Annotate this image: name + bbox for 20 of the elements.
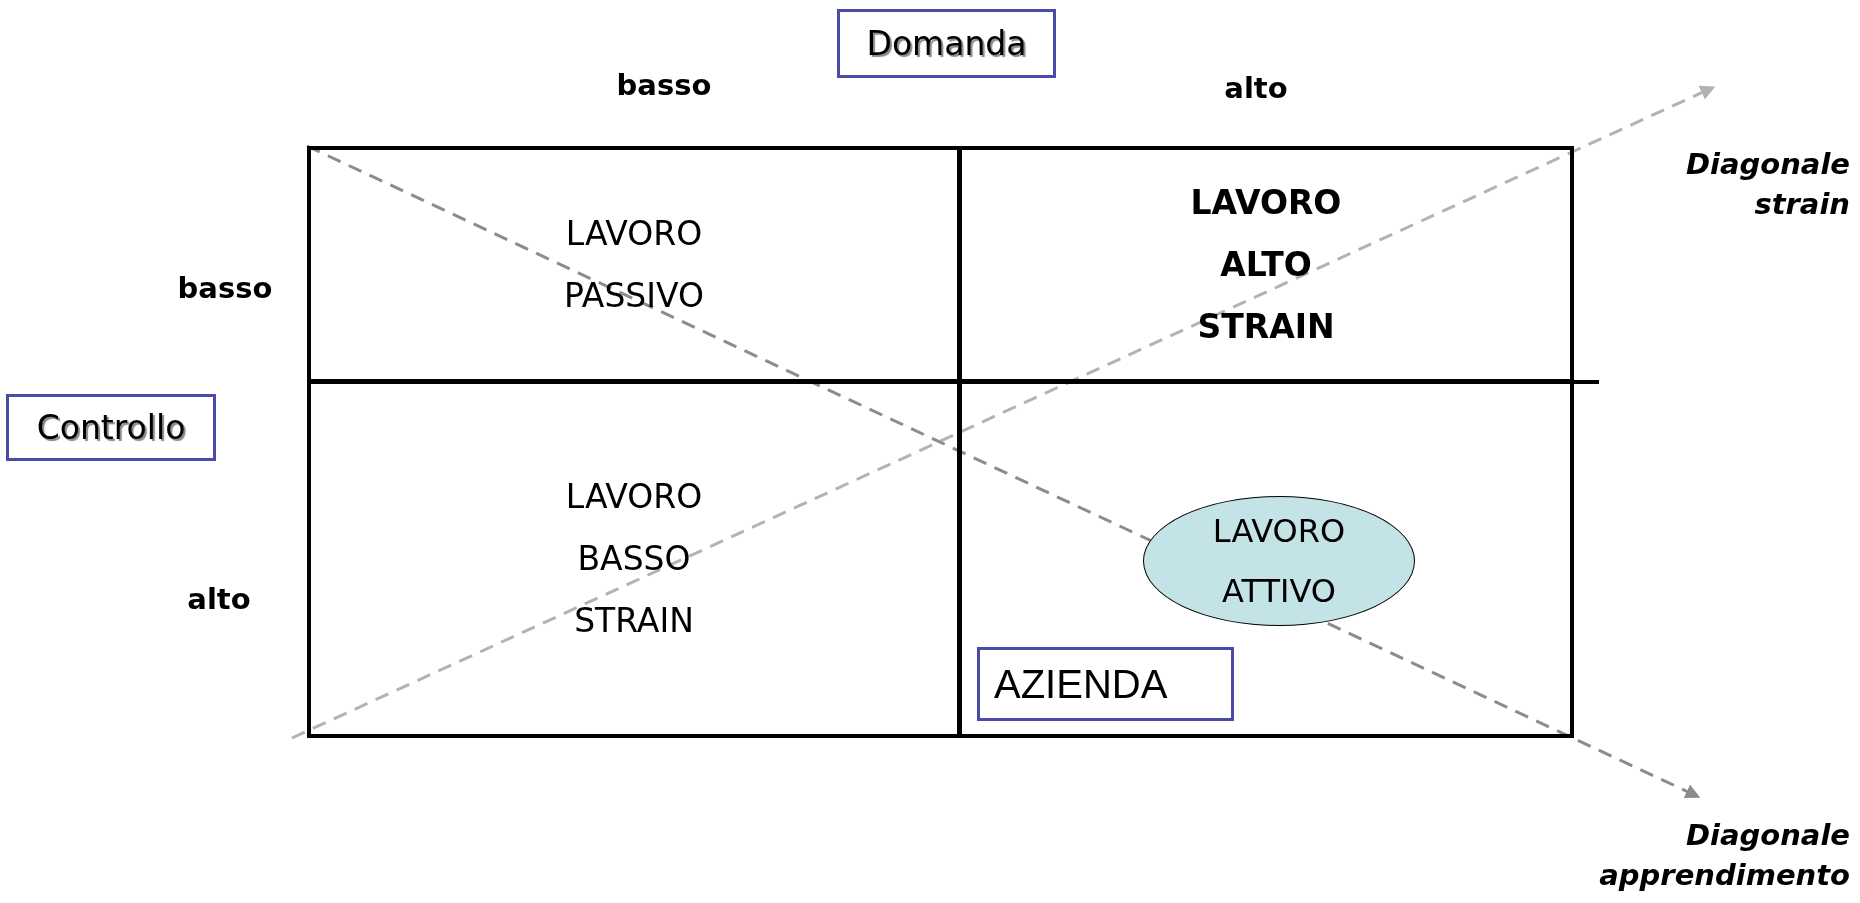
box-label: AZIENDA [994, 661, 1168, 707]
diagonal-label: Diagonale apprendimento [1598, 817, 1850, 894]
quadrant-label: LAVORO ALTO STRAIN [1189, 181, 1343, 348]
level-label: alto [1224, 71, 1288, 105]
axis-title-box [6, 394, 216, 461]
quadrant-label: LAVORO BASSO STRAIN [564, 476, 704, 642]
quadrant-cell [307, 380, 961, 738]
diagonal-label: Diagonale strain [1684, 146, 1850, 223]
quadrant-cell [958, 146, 1574, 383]
level-label: alto [187, 582, 251, 616]
quadrant-cell [958, 380, 1574, 738]
quadrant-label: LAVORO PASSIVO [563, 212, 705, 317]
quadrant-label: LAVORO ATTIVO [1211, 511, 1347, 612]
level-label: basso [177, 271, 273, 305]
axis-title-box [837, 9, 1056, 78]
label-box [977, 647, 1234, 721]
axis-title: Controllo [36, 408, 186, 447]
axis-title: Domanda [866, 24, 1027, 63]
level-label: basso [616, 68, 712, 102]
quadrant-cell [307, 146, 961, 383]
